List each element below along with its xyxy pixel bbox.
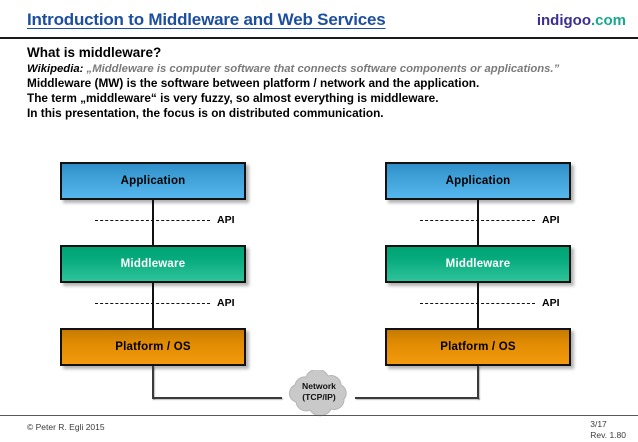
network-label-line-1: Network [302,381,336,391]
left-layer-application: Application [60,162,246,200]
header-divider [0,37,638,39]
middleware-stack-diagram: Application API Middleware API Platform … [0,158,638,412]
right-layer-middleware: Middleware [385,245,571,283]
network-leg-left [152,366,154,399]
brand-logo: indigoo.com [537,12,626,29]
page-title: Introduction to Middleware and Web Servi… [27,10,386,29]
footer-meta: 3/17 Rev. 1.80 [590,419,626,440]
left-layer-platform-os: Platform / OS [60,328,246,366]
footer-divider [0,415,638,416]
left-connector-line-2 [152,283,154,328]
content-text-block: What is middleware? Wikipedia: „Middlewa… [27,44,609,121]
left-api-label-1: API [217,214,235,226]
page-number: 3/17 [590,419,607,429]
left-api-dashed-line-2 [95,303,210,304]
network-leg-right [477,366,479,399]
network-cloud: Network (TCP/IP) [275,370,363,418]
stack-left: Application API Middleware API Platform … [60,158,248,412]
right-api-label-2: API [542,297,560,309]
left-api-label-2: API [217,297,235,309]
left-api-dashed-line-1 [95,220,210,221]
stack-right: Application API Middleware API Platform … [385,158,573,412]
network-cloud-label: Network (TCP/IP) [275,381,363,403]
quote-source: Wikipedia: [27,63,84,75]
footer-copyright: © Peter R. Egli 2015 [27,422,105,432]
cloud-icon [288,370,347,417]
right-api-dashed-line-2 [420,303,535,304]
right-connector-line-1 [477,200,479,245]
content-line-2: The term „middleware“ is very fuzzy, so … [27,91,439,105]
brand-name: indigoo [536,12,591,29]
content-quote: Wikipedia: „Middleware is computer softw… [27,62,587,76]
right-layer-platform-os: Platform / OS [385,328,571,366]
quote-text: „Middleware is computer software that co… [83,63,560,75]
right-connector-line-2 [477,283,479,328]
right-api-dashed-line-1 [420,220,535,221]
right-api-label-1: API [542,214,560,226]
slide-header: Introduction to Middleware and Web Servi… [0,0,638,40]
left-layer-middleware: Middleware [60,245,246,283]
network-link-right [355,397,479,399]
revision-number: Rev. 1.80 [590,429,626,440]
content-line-3: In this presentation, the focus is on di… [27,106,384,120]
left-connector-line-1 [152,200,154,245]
right-layer-application: Application [385,162,571,200]
content-heading: What is middleware? [27,45,162,60]
network-link-left [152,397,282,399]
network-label-line-2: (TCP/IP) [302,392,336,402]
content-line-1: Middleware (MW) is the software between … [27,76,480,90]
brand-tld: .com [590,12,626,29]
